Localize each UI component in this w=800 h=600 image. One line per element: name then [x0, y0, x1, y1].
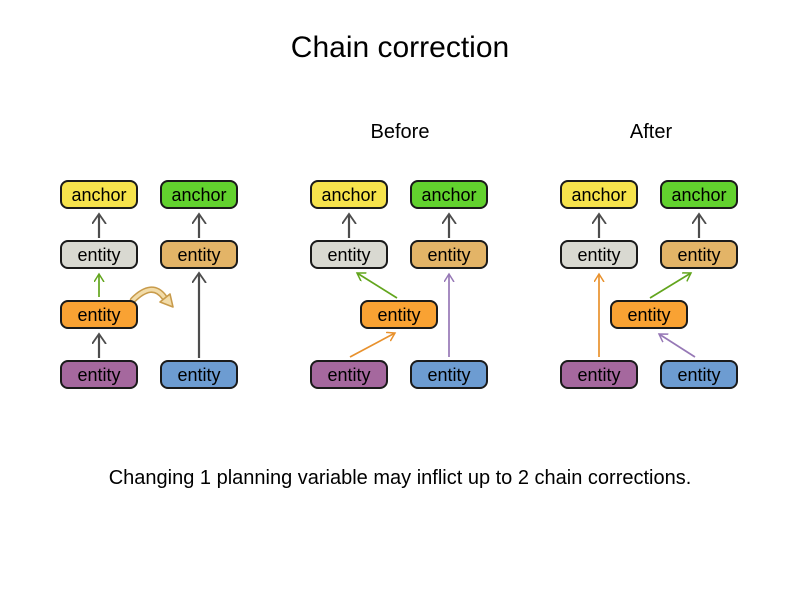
- after-entity-orange-box: entity: [610, 300, 688, 329]
- arrow-before-purple-to-orange: [349, 333, 395, 358]
- arrow-after-orange-to-tan: [649, 273, 691, 299]
- left-entity-tan-box: entity: [160, 240, 238, 269]
- left-anchor-green-box: anchor: [160, 180, 238, 209]
- arrow-before-orange-to-gray: [357, 273, 398, 299]
- left-entity-blue-box: entity: [160, 360, 238, 389]
- caption: Changing 1 planning variable may inflict…: [108, 467, 692, 489]
- before-entity-blue-box: entity: [410, 360, 488, 389]
- after-entity-gray-box: entity: [560, 240, 638, 269]
- before-anchor-green-box: anchor: [410, 180, 488, 209]
- after-anchor-green-box: anchor: [660, 180, 738, 209]
- move-arrow: [129, 286, 174, 308]
- after-entity-purple-box: entity: [560, 360, 638, 389]
- arrow-after-blue-to-orange: [659, 334, 696, 358]
- left-anchor-yellow-box: anchor: [60, 180, 138, 209]
- before-entity-orange-box: entity: [360, 300, 438, 329]
- after-entity-tan-box: entity: [660, 240, 738, 269]
- before-label: Before: [370, 121, 430, 143]
- left-entity-purple-box: entity: [60, 360, 138, 389]
- before-entity-gray-box: entity: [310, 240, 388, 269]
- after-anchor-yellow-box: anchor: [560, 180, 638, 209]
- left-entity-gray-box: entity: [60, 240, 138, 269]
- before-entity-tan-box: entity: [410, 240, 488, 269]
- page-title: Chain correction: [290, 31, 510, 64]
- left-entity-orange-box: entity: [60, 300, 138, 329]
- before-anchor-yellow-box: anchor: [310, 180, 388, 209]
- after-entity-blue-box: entity: [660, 360, 738, 389]
- after-label: After: [629, 121, 673, 143]
- before-entity-purple-box: entity: [310, 360, 388, 389]
